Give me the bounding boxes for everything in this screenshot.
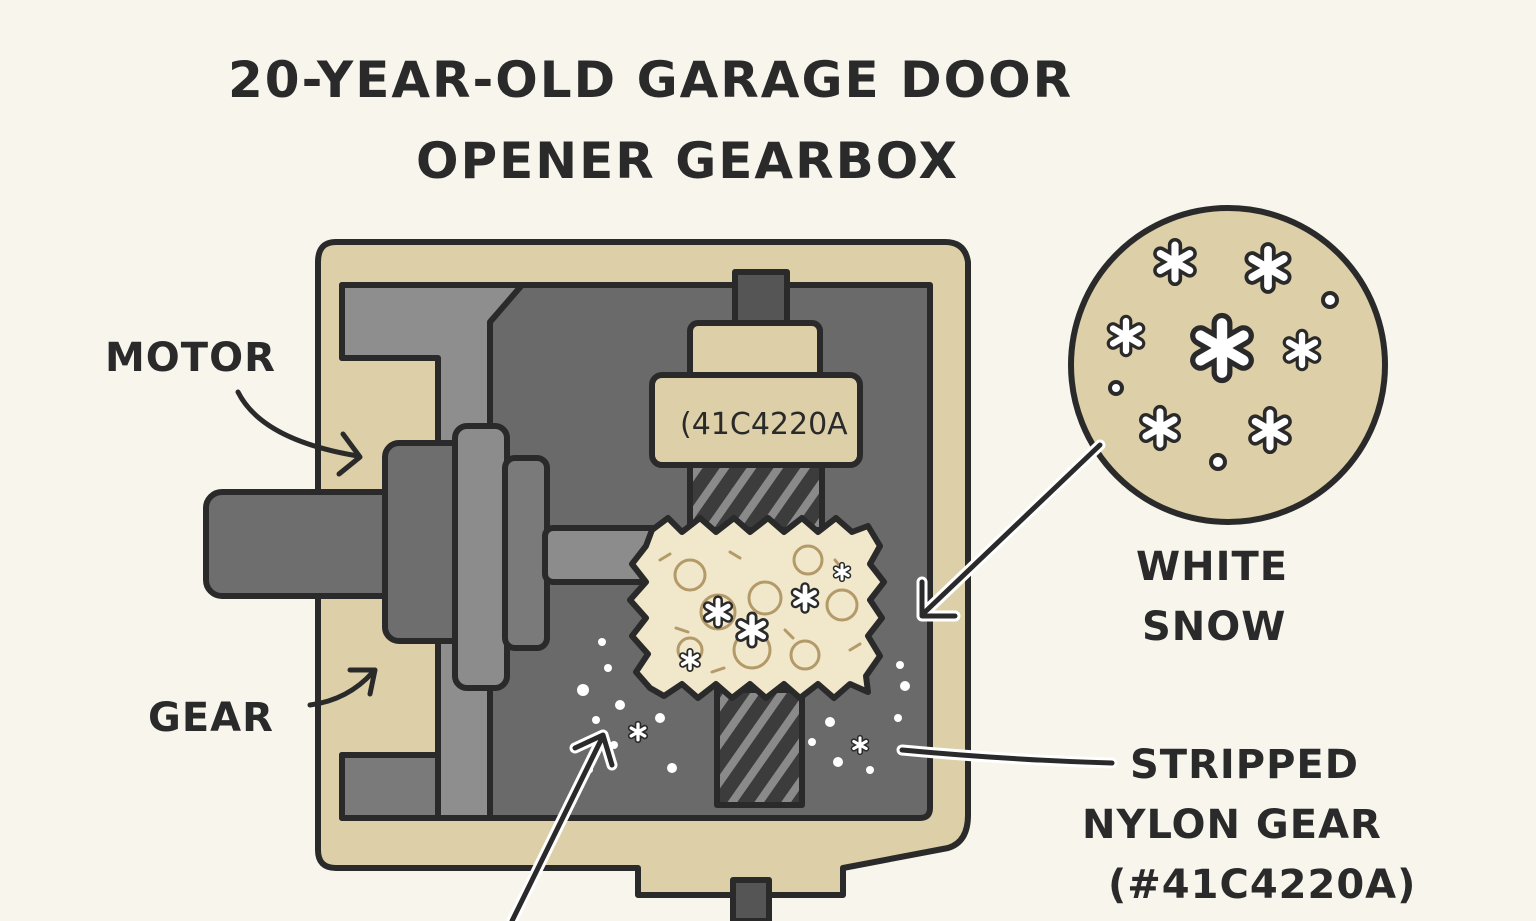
part-number-text: (41C4220A (680, 407, 848, 442)
stripped-gear-arrow (896, 744, 1118, 769)
magnified-snow-inset (1068, 205, 1388, 525)
part-number-plate: (41C4220A (649, 320, 863, 468)
stripped-nylon-gear (627, 515, 887, 701)
gear-label: GEAR (148, 695, 274, 741)
motor-arrow (235, 389, 363, 477)
title-line-1: 20-YEAR-OLD GARAGE DOOR (228, 51, 1073, 109)
motor-label: MOTOR (105, 335, 276, 381)
white-snow-arrow (916, 439, 1106, 622)
white-snow-label-line-1: WHITE (1136, 544, 1288, 590)
stripped-gear-label-line-1: STRIPPED (1130, 742, 1359, 788)
stripped-gear-label-line-3: (#41C4220A) (1108, 862, 1416, 908)
white-snow-label-line-2: SNOW (1142, 604, 1286, 650)
title-line-2: OPENER GEARBOX (416, 132, 959, 190)
stripped-gear-label-line-2: NYLON GEAR (1082, 802, 1382, 848)
motor-assembly (203, 423, 663, 691)
debris-arrow (506, 729, 618, 921)
gear-arrow (307, 667, 378, 708)
